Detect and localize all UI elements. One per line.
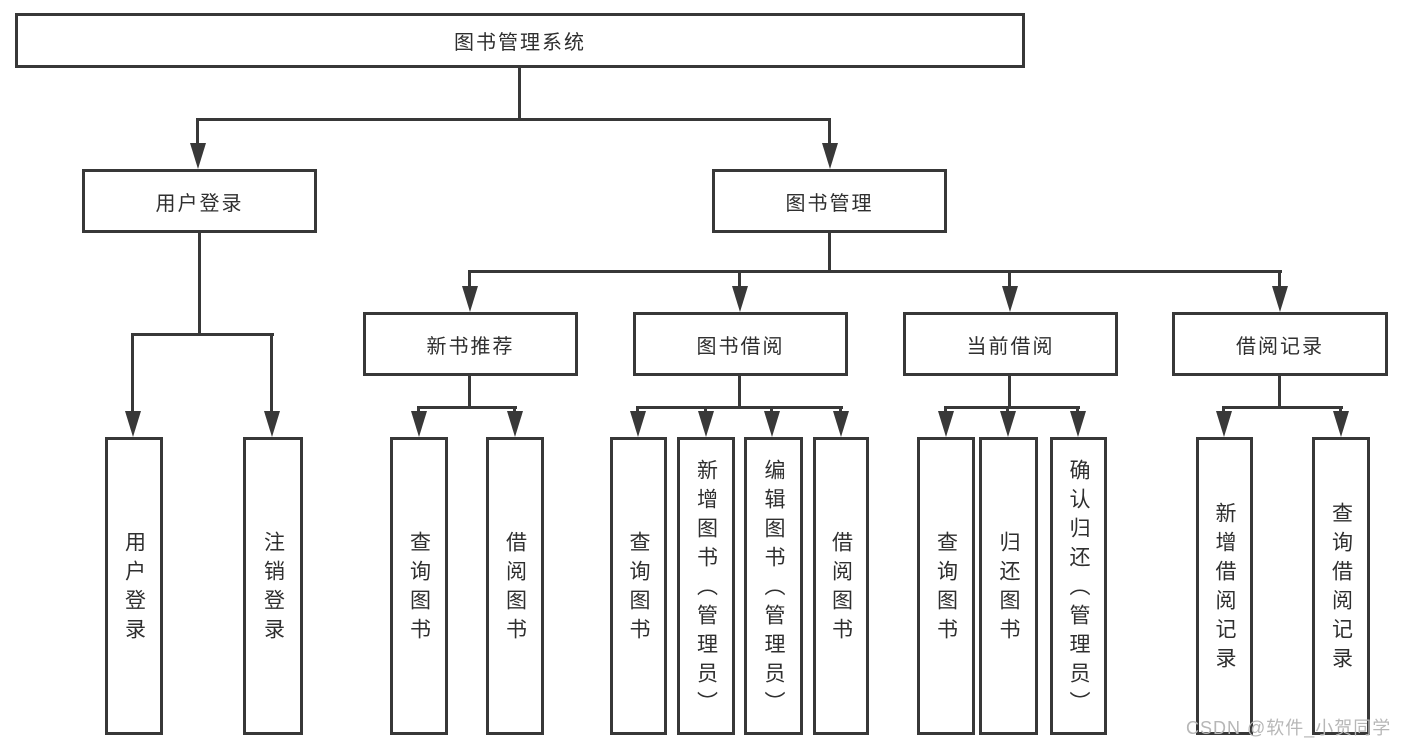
edge-new-books-stub [468, 374, 471, 408]
arrow-g3-c2 [1000, 411, 1016, 437]
leaf-borrow-add-admin: 新增图书（管理员） [677, 437, 735, 735]
arrow-to-book-borrow [732, 286, 748, 312]
leaf-newbooks-borrow: 借阅图书 [486, 437, 544, 735]
edge-book-borrow-stub [738, 374, 741, 408]
edge-root-stub [518, 67, 521, 120]
arrow-g3-c1 [938, 411, 954, 437]
leaf-user-login: 用户登录 [105, 437, 163, 735]
leaf-borrow-query: 查询图书 [610, 437, 667, 735]
arrow-g4-c1 [1216, 411, 1232, 437]
edge-current-borrow-rail [944, 406, 1080, 409]
edge-to-new-books [468, 270, 471, 288]
csdn-watermark: CSDN @软件_小贺同学 [1186, 718, 1392, 738]
leaf-records-query: 查询借阅记录 [1312, 437, 1370, 735]
arrow-g2-c2 [698, 411, 714, 437]
arrow-g1-c2 [507, 411, 523, 437]
arrow-to-logout-leaf [264, 411, 280, 437]
edge-new-books-rail [417, 406, 517, 409]
node-user-login: 用户登录 [82, 169, 317, 233]
edge-book-mgmt-stub [828, 232, 831, 272]
node-current-borrow: 当前借阅 [903, 312, 1118, 376]
edge-borrow-records-rail [1222, 406, 1343, 409]
arrow-to-new-books [462, 286, 478, 312]
arrow-to-current-borrow [1002, 286, 1018, 312]
edge-to-logout-leaf [270, 333, 273, 413]
leaf-logout: 注销登录 [243, 437, 303, 735]
leaf-current-confirm-admin: 确认归还（管理员） [1050, 437, 1107, 735]
edge-to-current-borrow [1008, 270, 1011, 288]
arrow-g2-c3 [764, 411, 780, 437]
arrow-to-user-login [190, 143, 206, 169]
leaf-current-query: 查询图书 [917, 437, 975, 735]
node-new-books: 新书推荐 [363, 312, 578, 376]
leaf-borrow-edit-admin: 编辑图书（管理员） [744, 437, 803, 735]
edge-to-login-leaf [131, 333, 134, 413]
edge-to-borrow-records [1278, 270, 1281, 288]
leaf-newbooks-query: 查询图书 [390, 437, 448, 735]
arrow-to-login-leaf [125, 411, 141, 437]
arrow-g4-c2 [1333, 411, 1349, 437]
node-book-mgmt: 图书管理 [712, 169, 947, 233]
edge-book-borrow-rail [636, 406, 843, 409]
leaf-borrow-borrow: 借阅图书 [813, 437, 869, 735]
arrow-g1-c1 [411, 411, 427, 437]
edge-to-book-mgmt [828, 118, 831, 146]
edge-to-user-login [196, 118, 199, 146]
node-root: 图书管理系统 [15, 13, 1025, 68]
arrow-g2-c1 [630, 411, 646, 437]
edge-to-book-borrow [738, 270, 741, 288]
leaf-current-return: 归还图书 [979, 437, 1038, 735]
edge-borrow-records-stub [1278, 374, 1281, 408]
edge-current-borrow-stub [1008, 374, 1011, 408]
arrow-g3-c3 [1070, 411, 1086, 437]
edge-user-login-rail [131, 333, 274, 336]
edge-level3-rail [468, 270, 1282, 273]
arrow-to-borrow-records [1272, 286, 1288, 312]
node-book-borrow: 图书借阅 [633, 312, 848, 376]
edge-level2-rail [196, 118, 831, 121]
leaf-records-add: 新增借阅记录 [1196, 437, 1253, 735]
arrow-g2-c4 [833, 411, 849, 437]
arrow-to-book-mgmt [822, 143, 838, 169]
edge-user-login-stub [198, 232, 201, 334]
node-borrow-records: 借阅记录 [1172, 312, 1388, 376]
